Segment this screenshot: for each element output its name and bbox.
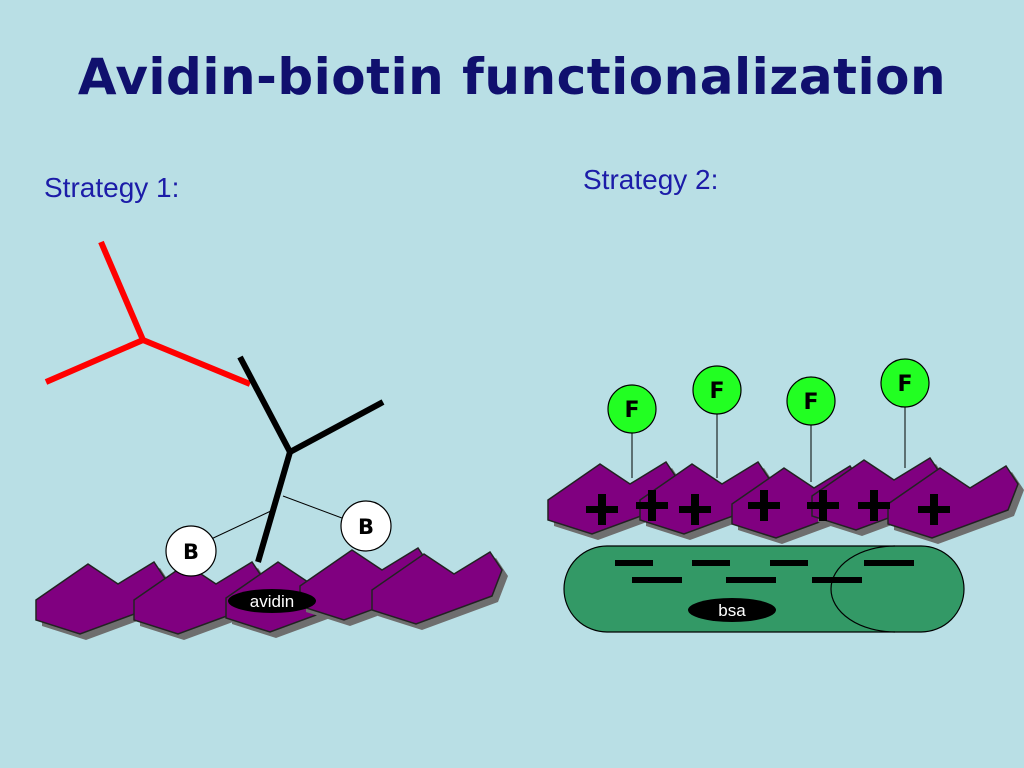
biotin-linkers bbox=[191, 495, 367, 549]
svg-text:B: B bbox=[183, 540, 199, 564]
svg-text:F: F bbox=[897, 372, 912, 397]
svg-text:F: F bbox=[803, 390, 818, 415]
avidin-label: avidin bbox=[228, 589, 316, 613]
biotin-marker: B bbox=[340, 500, 392, 552]
slide-title: Avidin-biotin functionalization bbox=[77, 48, 947, 106]
svg-text:avidin: avidin bbox=[250, 592, 294, 611]
fluorophore-marker: F bbox=[692, 365, 742, 415]
avidin-layer-2 bbox=[547, 457, 1024, 544]
black-antibody bbox=[237, 355, 385, 563]
strategy-2-label: Strategy 2: bbox=[583, 164, 719, 195]
bsa-protein bbox=[563, 545, 965, 633]
svg-text:F: F bbox=[624, 398, 639, 423]
fluorophore-stalks bbox=[631, 407, 906, 482]
svg-text:B: B bbox=[358, 515, 374, 539]
strategy-2-diagram: bsa bbox=[547, 358, 1024, 633]
fluorophore-marker: F bbox=[607, 384, 657, 434]
positive-charges bbox=[586, 490, 950, 525]
svg-text:F: F bbox=[709, 379, 724, 404]
plus-sign bbox=[858, 490, 890, 521]
plus-sign bbox=[679, 494, 711, 525]
strategy-1-label: Strategy 1: bbox=[44, 172, 180, 203]
plus-sign bbox=[586, 494, 618, 525]
fluorophore-marker: F bbox=[880, 358, 930, 408]
strategy-1-diagram: B B avidin bbox=[35, 240, 508, 640]
negative-charges bbox=[615, 560, 914, 583]
plus-sign bbox=[748, 490, 780, 521]
biotin-marker: B bbox=[165, 525, 217, 577]
bsa-label: bsa bbox=[688, 598, 776, 622]
svg-text:bsa: bsa bbox=[718, 601, 746, 620]
fluorophore-marker: F bbox=[786, 376, 836, 426]
plus-sign bbox=[918, 494, 950, 525]
plus-sign bbox=[636, 490, 668, 521]
red-antibody bbox=[44, 240, 252, 387]
plus-sign bbox=[807, 490, 839, 521]
